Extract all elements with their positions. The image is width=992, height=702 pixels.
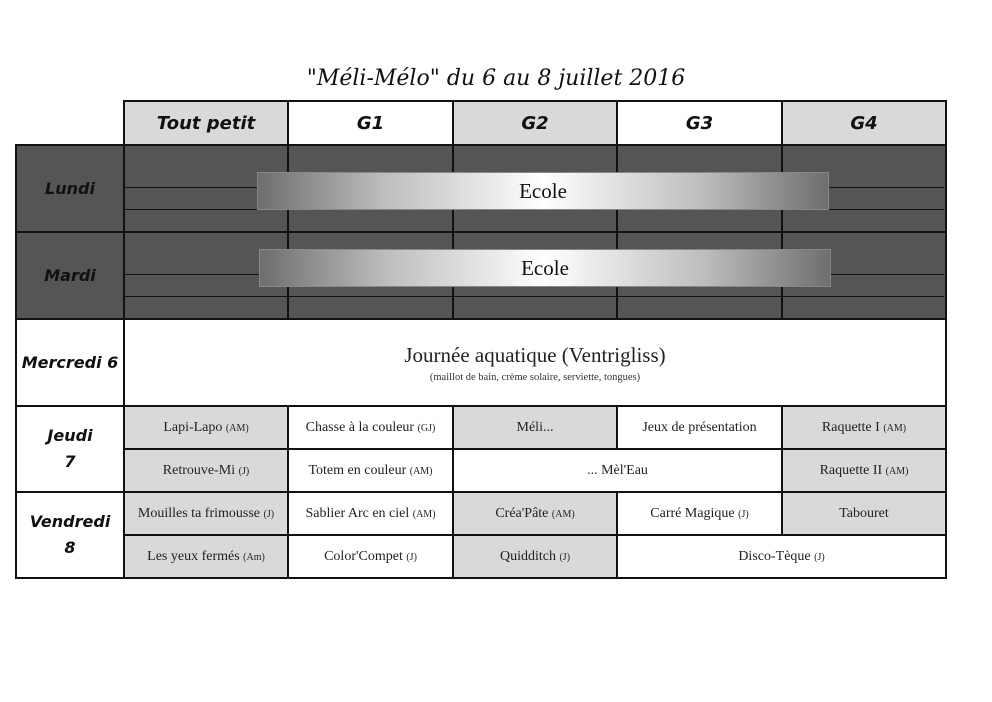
activity-name: Retrouve-Mi — [162, 462, 236, 478]
column-header-g3: G3 — [616, 100, 783, 146]
activity-tag: (Am) — [243, 551, 265, 563]
activity-cell: Chasse à la couleur (GJ) — [287, 405, 454, 450]
column-header-g1: G1 — [287, 100, 454, 146]
activity-cell: Sablier Arc en ciel (AM) — [287, 491, 454, 536]
activity-name: Créa'Pâte — [495, 505, 549, 521]
activity-name: ... Mèl'Eau — [587, 462, 648, 478]
activity-name: Disco-Tèque — [738, 548, 811, 564]
column-header-g2: G2 — [452, 100, 618, 146]
mercredi-activity-title: Journée aquatique (Ventrigliss) — [404, 342, 666, 367]
activity-cell: Mouilles ta frimousse (J) — [123, 491, 289, 536]
activity-cell: Color'Compet (J) — [287, 534, 454, 579]
activity-tag: (J) — [814, 551, 825, 563]
activity-name: Totem en couleur — [308, 462, 407, 478]
column-header-tout-petit: Tout petit — [123, 100, 289, 146]
activity-cell: Raquette I (AM) — [781, 405, 947, 450]
mercredi-activity-note: (maillot de bain, crème solaire, serviet… — [429, 371, 641, 383]
activity-tag: (AM) — [883, 422, 907, 434]
activity-tag: (AM) — [885, 465, 909, 477]
activity-name: Jeux de présentation — [642, 419, 757, 435]
activity-tag: (AM) — [409, 465, 433, 477]
mardi-row-line — [124, 296, 944, 297]
column-header-g4: G4 — [781, 100, 947, 146]
lundi-ecole-bar: Ecole — [257, 172, 829, 210]
activity-name: Lapi-Lapo — [163, 419, 223, 435]
activity-name: Carré Magique — [650, 505, 735, 521]
activity-cell: Raquette II (AM) — [781, 448, 947, 493]
activity-name: Raquette II — [819, 462, 883, 478]
activity-name: Mouilles ta frimousse — [137, 505, 261, 521]
activity-tag: (J) — [238, 465, 250, 477]
activity-tag: (J) — [738, 508, 749, 520]
activity-cell: Lapi-Lapo (AM) — [123, 405, 289, 450]
activity-name: Méli... — [516, 419, 554, 435]
activity-cell: Disco-Tèque (J) — [616, 534, 947, 579]
activity-cell: Les yeux fermés (Am) — [123, 534, 289, 579]
activity-name: Quidditch — [499, 548, 556, 564]
activity-name: Tabouret — [839, 505, 889, 521]
day-label-vendredi-text: Vendredi 8 — [29, 512, 111, 557]
activity-tag: (AM) — [412, 508, 436, 520]
activity-cell: Tabouret — [781, 491, 947, 536]
activity-cell: ... Mèl'Eau — [452, 448, 783, 493]
mercredi-activity: Journée aquatique (Ventrigliss) (maillot… — [123, 318, 947, 407]
activity-name: Color'Compet — [324, 548, 403, 564]
activity-cell: Quidditch (J) — [452, 534, 618, 579]
day-label-lundi: Lundi — [15, 144, 125, 233]
activity-tag: (AM) — [225, 422, 249, 434]
activity-tag: (J) — [263, 508, 275, 520]
activity-cell: Jeux de présentation — [616, 405, 783, 450]
activity-cell: Méli... — [452, 405, 618, 450]
day-label-jeudi: Jeudi 7 — [15, 405, 125, 493]
activity-name: Sablier Arc en ciel — [305, 505, 410, 521]
activity-cell: Carré Magique (J) — [616, 491, 783, 536]
activity-tag: (J) — [559, 551, 571, 563]
day-label-mardi: Mardi — [15, 231, 125, 320]
activity-cell: Créa'Pâte (AM) — [452, 491, 618, 536]
activity-tag: (AM) — [551, 508, 575, 520]
day-label-vendredi: Vendredi 8 — [15, 491, 125, 579]
activity-name: Raquette I — [821, 419, 880, 435]
activity-cell: Retrouve-Mi (J) — [123, 448, 289, 493]
activity-cell: Totem en couleur (AM) — [287, 448, 454, 493]
day-label-mercredi: Mercredi 6 — [15, 318, 125, 407]
mardi-ecole-bar: Ecole — [259, 249, 831, 287]
activity-name: Chasse à la couleur — [305, 419, 415, 435]
day-label-jeudi-text: Jeudi 7 — [47, 426, 93, 471]
activity-tag: (J) — [406, 551, 417, 563]
document-title: "Méli-Mélo" du 6 au 8 juillet 2016 — [306, 66, 686, 91]
activity-tag: (GJ) — [417, 422, 436, 434]
activity-name: Les yeux fermés — [147, 548, 240, 564]
corner-cell — [16, 101, 125, 146]
